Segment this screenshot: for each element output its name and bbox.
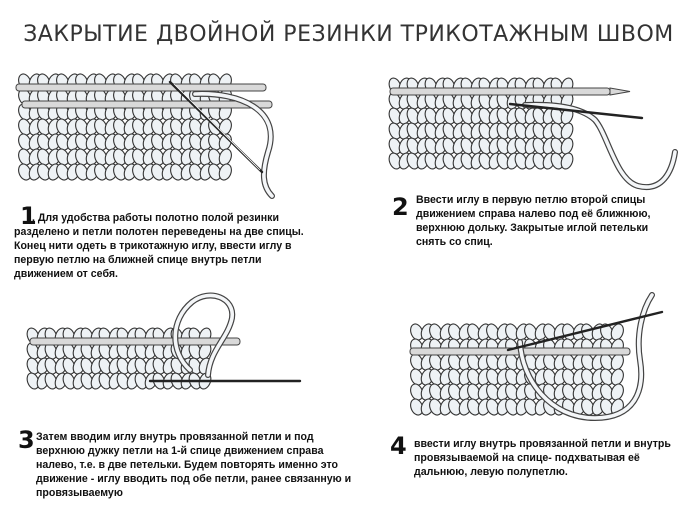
- step-3-number: 3: [18, 426, 35, 454]
- step-2-line: Ввести иглу в первую петлю второй спицы: [416, 194, 646, 206]
- knitting-diagram-3: [26, 292, 302, 390]
- step-1-line: движением от себя.: [14, 268, 118, 280]
- step-2-line: снять со спиц.: [416, 236, 493, 248]
- tapestry-needle: [508, 102, 644, 120]
- step-4-illustration: [400, 290, 695, 425]
- knit-stitch: [560, 122, 574, 140]
- step-1-illustration: [0, 0, 300, 210]
- knitting-diagram-1: [15, 73, 275, 199]
- step-3-illustration: [20, 280, 310, 410]
- step-1-number: 1: [20, 202, 37, 230]
- step-3-line: движение - иглу вводить под обе петли, р…: [36, 473, 352, 485]
- step-2-number: 2: [392, 193, 409, 221]
- step-2-line: верхнюю дольку. Закрытые иглой петельки: [416, 222, 649, 234]
- step-4-line: дальнюю, левую полупетлю.: [414, 466, 568, 478]
- step-4-line: ввести иглу внутрь провязанной петли и в…: [414, 438, 671, 450]
- knit-stitch: [610, 323, 624, 341]
- knitting-needle-front: [389, 87, 611, 96]
- step-3-line: Затем вводим иглу внутрь провязанной пет…: [36, 431, 314, 443]
- knitting-diagram-2: [388, 77, 678, 191]
- step-1-line: первую петлю на ближней спице внутрь пет…: [14, 254, 262, 266]
- step-4-text: ввести иглу внутрь провязанной петли и в…: [414, 437, 694, 479]
- knit-stitch: [218, 163, 232, 181]
- knitting-diagram-4: [409, 292, 664, 422]
- step-3-text: Затем вводим иглу внутрь провязанной пет…: [36, 430, 366, 500]
- knit-stitch: [218, 148, 232, 166]
- step-1-line: Конец нити одеть в трикотажную иглу, вве…: [14, 240, 292, 252]
- knit-stitch: [560, 152, 574, 170]
- step-3-line: провязываемую: [36, 487, 123, 499]
- step-2-text: Ввести иглу в первую петлю второй спицы …: [416, 193, 696, 249]
- step-3-line: верхнюю дужку петли на 1-й спице движени…: [36, 445, 324, 457]
- knit-stitch: [610, 368, 624, 386]
- step-1-line: разделено и петли полотен переведены на …: [14, 226, 304, 238]
- knit-stitch: [560, 137, 574, 155]
- knitting-needle: [29, 337, 241, 346]
- knitting-needle-back: [21, 100, 273, 109]
- step-1-line: . Для удобства работы полотно полой рези…: [32, 212, 279, 224]
- tapestry-needle: [506, 310, 664, 352]
- step-1-text: . Для удобства работы полотно полой рези…: [14, 211, 344, 281]
- step-4-number: 4: [390, 432, 407, 460]
- step-2-line: движением справа налево под её ближнюю,: [416, 208, 651, 220]
- step-3-line: налево, т.е. в две петельки. Будем повто…: [36, 459, 339, 471]
- knitting-needle-front: [15, 83, 267, 92]
- step-4-line: провязываемой на спице- подхватывая её: [414, 452, 640, 464]
- step-2-illustration: [380, 60, 690, 195]
- knit-stitch: [610, 383, 624, 401]
- page-title: ЗАКРЫТИЕ ДВОЙНОЙ РЕЗИНКИ ТРИКОТАЖНЫМ ШВО…: [23, 22, 674, 47]
